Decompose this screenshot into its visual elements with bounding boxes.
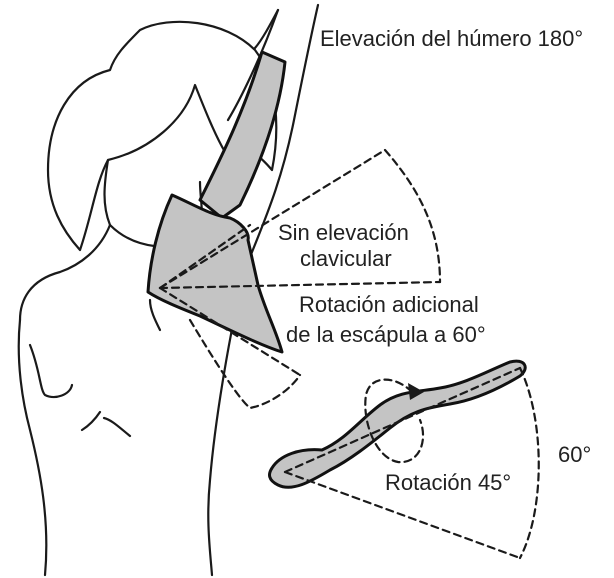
no-clavicular-elevation-line1: Sin elevación	[278, 220, 409, 246]
clavicle-bone	[270, 361, 526, 487]
scapula-rotation-line2: de la escápula a 60°	[286, 322, 486, 348]
chest-line	[30, 345, 72, 397]
clavicle-rotation-label: Rotación 45°	[385, 470, 511, 496]
body-left-side	[19, 320, 47, 575]
neck-line	[20, 225, 110, 320]
humerus-elevation-label: Elevación del húmero 180°	[320, 26, 583, 52]
abdomen-lines	[82, 412, 130, 436]
no-clavicular-elevation-line2: clavicular	[300, 246, 392, 272]
scapula-bone	[148, 195, 282, 352]
humerus-bone	[200, 52, 285, 218]
axilla-line	[150, 300, 160, 330]
clavicle-arc	[520, 368, 539, 558]
scapula-rotation-line1: Rotación adicional	[299, 292, 479, 318]
elevation-arc	[385, 150, 440, 282]
clavicle-angle-label: 60°	[558, 442, 591, 468]
